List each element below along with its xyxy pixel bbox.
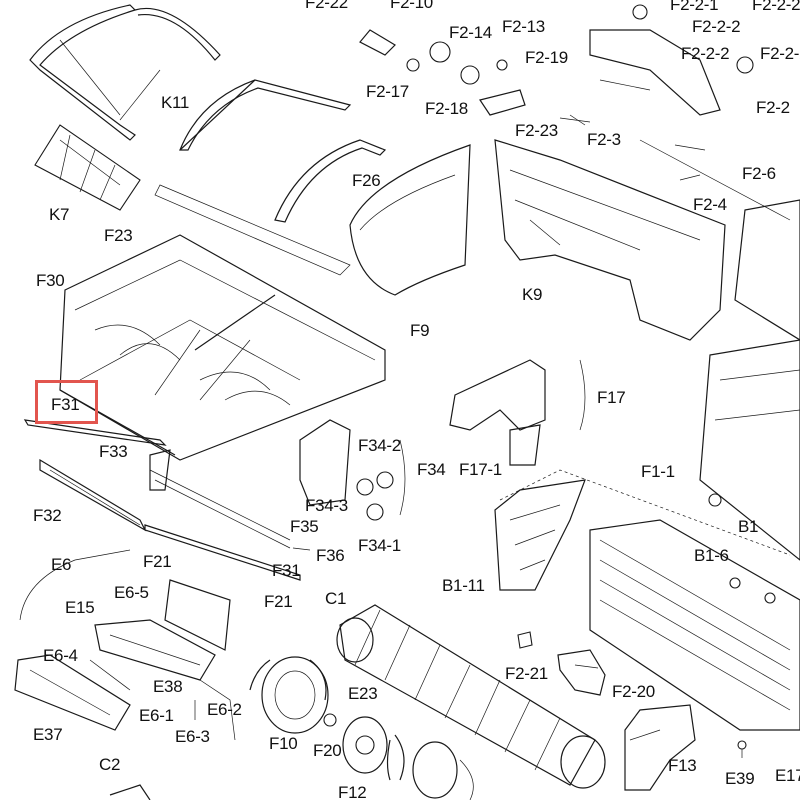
label-e39: E39: [725, 769, 755, 788]
label-f2-2-2-c: F2-2-2: [760, 44, 800, 63]
label-k7: K7: [49, 205, 70, 224]
label-f34: F34: [417, 460, 446, 479]
label-f2-23: F2-23: [515, 121, 558, 140]
label-e17: E17: [775, 766, 800, 785]
label-f2-3: F2-3: [587, 130, 621, 149]
part-right-housing: [699, 199, 800, 561]
label-f35: F35: [290, 517, 319, 536]
part-k11-covers: [29, 4, 387, 223]
label-f33: F33: [99, 442, 128, 461]
label-f26: F26: [352, 171, 381, 190]
label-e6-5: E6-5: [114, 583, 149, 602]
part-rails: [23, 419, 311, 581]
label-f2-2-2-b: F2-2-2: [681, 44, 730, 63]
label-e6-2: E6-2: [207, 700, 242, 719]
label-f2-2-1: F2-2-1: [670, 0, 719, 14]
part-f2-20-21: [517, 631, 606, 696]
label-e15: E15: [65, 598, 95, 617]
label-e6-4: E6-4: [43, 646, 78, 665]
part-f34: [299, 419, 406, 521]
label-f12: F12: [338, 783, 367, 802]
label-f17: F17: [597, 388, 626, 407]
label-f34-2: F34-2: [358, 436, 401, 455]
label-f2-17: F2-17: [366, 82, 409, 101]
label-f23: F23: [104, 226, 133, 245]
part-c2: [109, 784, 151, 800]
part-e6-electrical: [14, 549, 236, 741]
label-e37: E37: [33, 725, 63, 744]
part-k9-panel: [494, 139, 726, 341]
part-f17-duct: [449, 359, 586, 466]
part-e23-f12: [342, 716, 474, 800]
label-f2-13: F2-13: [502, 17, 545, 36]
label-c1: C1: [325, 589, 347, 608]
label-f36: F36: [316, 546, 345, 565]
label-f20: F20: [313, 741, 342, 760]
label-f2-2-2-d: F2-2-2: [752, 0, 800, 14]
part-f10-housing: [249, 656, 337, 734]
label-k9: K9: [522, 285, 543, 304]
part-c1-fan: [336, 604, 606, 789]
label-f31-bottom: F31: [272, 561, 301, 580]
label-e6: E6: [51, 555, 72, 574]
label-f2-2-2-a: F2-2-2: [692, 17, 741, 36]
part-e39-screw: [737, 740, 747, 758]
label-b1: B1: [738, 517, 759, 536]
label-f13: F13: [668, 756, 697, 775]
label-b1-11: B1-11: [442, 576, 485, 595]
part-k7-filter: [34, 124, 141, 211]
label-f30: F30: [36, 271, 65, 290]
label-f9: F9: [410, 321, 430, 340]
label-f2-21: F2-21: [505, 664, 548, 683]
label-b1-6: B1-6: [694, 546, 729, 565]
label-f10: F10: [269, 734, 298, 753]
label-f21-b: F21: [264, 592, 293, 611]
label-f21-a: F21: [143, 552, 172, 571]
part-b1-coil: [499, 469, 800, 731]
highlight-box-f31: [35, 380, 98, 424]
label-f2-20: F2-20: [612, 682, 655, 701]
label-k11: K11: [161, 93, 190, 112]
label-f2-6: F2-6: [742, 164, 776, 183]
label-f17-1: F17-1: [459, 460, 502, 479]
label-f2-10: F2-10: [390, 0, 433, 12]
label-f34-1: F34-1: [358, 536, 401, 555]
label-f31-top: F31: [51, 395, 80, 414]
label-e6-1: E6-1: [139, 706, 174, 725]
label-f2-14: F2-14: [449, 23, 492, 42]
label-f34-3: F34-3: [305, 496, 348, 515]
label-e6-3: E6-3: [175, 727, 210, 746]
label-f2-4: F2-4: [693, 195, 727, 214]
part-f23-frame: [59, 184, 386, 461]
label-f2-22: F2-22: [305, 0, 348, 12]
label-f2-18: F2-18: [425, 99, 468, 118]
label-f2-2: F2-2: [756, 98, 790, 117]
label-f1-1: F1-1: [641, 462, 675, 481]
label-c2: C2: [99, 755, 121, 774]
label-e38: E38: [153, 677, 183, 696]
label-f32: F32: [33, 506, 62, 525]
part-f13: [624, 704, 696, 791]
part-f2-group: [359, 4, 791, 221]
part-b1-11: [494, 479, 586, 591]
label-e23: E23: [348, 684, 378, 703]
part-f26-duct: [349, 144, 471, 296]
label-f2-19: F2-19: [525, 48, 568, 67]
